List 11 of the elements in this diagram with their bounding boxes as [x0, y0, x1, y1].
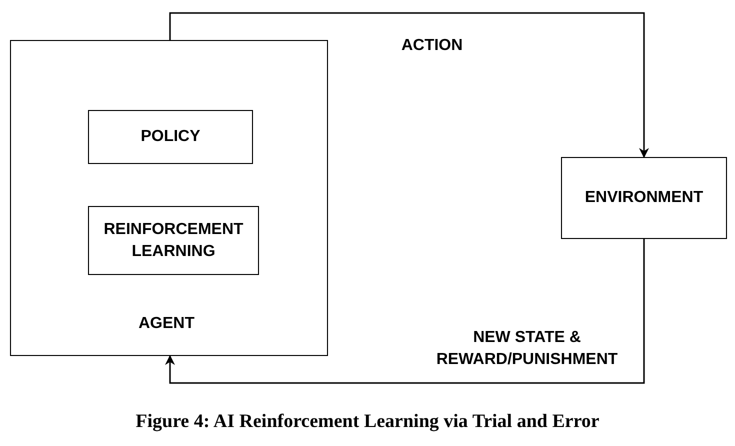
- agent-box: [10, 40, 328, 356]
- process-box: [88, 206, 259, 275]
- node-label: POLICY: [140, 127, 200, 147]
- arrow: [165, 239, 645, 384]
- node-label: ENVIRONMENT: [584, 188, 704, 208]
- node-label: AGENT: [138, 314, 194, 334]
- node-label: REINFORCEMENT LEARNING: [102, 220, 244, 262]
- process-box: [561, 157, 727, 239]
- arrow: [169, 12, 649, 158]
- figure-caption: Figure 4: AI Reinforcement Learning via Trial and Error: [134, 411, 600, 433]
- process-box: [88, 110, 253, 164]
